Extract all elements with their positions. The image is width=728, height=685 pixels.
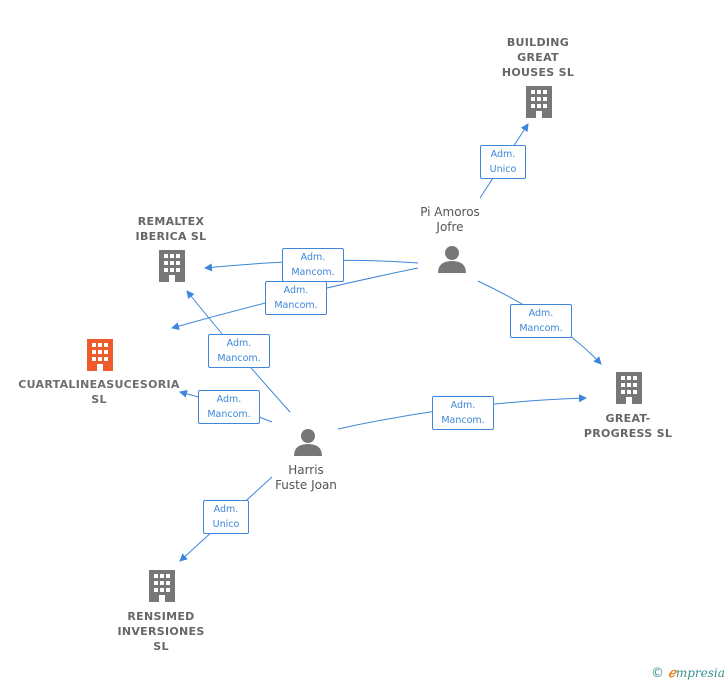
company-name-line: BUILDING bbox=[506, 36, 570, 49]
company-name-line: RENSIMED bbox=[127, 610, 195, 623]
company-name-line: SL bbox=[153, 640, 169, 653]
company-cuartalinea-sucesoria[interactable]: CUARTALINEASUCESORIA SL bbox=[6, 377, 192, 407]
company-name-line: PROGRESS SL bbox=[583, 427, 673, 440]
edge-label-line: Unico bbox=[212, 519, 240, 530]
edge-label-line: Unico bbox=[489, 164, 517, 175]
company-name-line: CUARTALINEASUCESORIA bbox=[18, 378, 180, 391]
edge-label-line: Mancom. bbox=[274, 300, 318, 311]
building-icon bbox=[159, 250, 185, 282]
edge-label-line: Mancom. bbox=[291, 267, 335, 278]
company-rensimed-inversiones[interactable]: RENSIMED INVERSIONES SL bbox=[101, 609, 221, 654]
building-icon bbox=[87, 339, 113, 371]
edge-label-line: Adm. bbox=[283, 285, 309, 296]
company-name-line: HOUSES SL bbox=[501, 66, 575, 79]
person-name-line: Harris bbox=[288, 463, 324, 477]
person-pi-amoros-jofre[interactable]: Pi Amoros Jofre bbox=[400, 205, 500, 235]
person-icon bbox=[438, 246, 466, 273]
company-building-great-houses[interactable]: BUILDING GREAT HOUSES SL bbox=[478, 35, 598, 80]
company-remaltex-iberica[interactable]: REMALTEX IBERICA SL bbox=[111, 214, 231, 244]
brand-logo-initial: ℯ bbox=[668, 666, 676, 681]
edge-label-line: Adm. bbox=[490, 149, 516, 160]
edge-label-line: Adm. bbox=[226, 338, 252, 349]
edge-label-harris-to-remaltex: Adm. Mancom. bbox=[208, 334, 270, 368]
company-name-line: SL bbox=[91, 393, 107, 406]
edge-label-pi-to-building: Adm. Unico bbox=[480, 145, 526, 179]
brand-footer: © ℯmpresia bbox=[651, 666, 725, 681]
company-name-line: REMALTEX bbox=[137, 215, 205, 228]
building-icon bbox=[616, 372, 642, 404]
edge-label-pi-to-remaltex: Adm. Mancom. bbox=[282, 248, 344, 282]
edge-label-harris-to-greatprogress: Adm. Mancom. bbox=[432, 396, 494, 430]
edge-label-line: Adm. bbox=[213, 504, 239, 515]
person-name-line: Jofre bbox=[436, 220, 464, 234]
edge-label-line: Adm. bbox=[450, 400, 476, 411]
brand-logo: ℯmpresia bbox=[668, 666, 725, 681]
person-harris-fuste-joan[interactable]: Harris Fuste Joan bbox=[256, 463, 356, 493]
building-icon bbox=[149, 570, 175, 602]
edge-label-pi-to-greatprogress: Adm. Mancom. bbox=[510, 304, 572, 338]
edge-label-line: Adm. bbox=[216, 394, 242, 405]
copyright-symbol: © bbox=[651, 666, 664, 681]
company-name-line: GREAT bbox=[517, 51, 559, 64]
company-name-line: IBERICA SL bbox=[135, 230, 207, 243]
company-great-progress[interactable]: GREAT- PROGRESS SL bbox=[568, 411, 688, 441]
person-name-line: Pi Amoros bbox=[420, 205, 480, 219]
building-icon bbox=[526, 86, 552, 118]
edge-label-line: Adm. bbox=[300, 252, 326, 263]
edge-label-line: Mancom. bbox=[519, 323, 563, 334]
edge-label-line: Adm. bbox=[528, 308, 554, 319]
edge-label-line: Mancom. bbox=[207, 409, 251, 420]
person-name-line: Fuste Joan bbox=[275, 478, 337, 492]
edge-label-harris-to-rensimed: Adm. Unico bbox=[203, 500, 249, 534]
brand-logo-text: mpresia bbox=[675, 666, 725, 680]
company-name-line: GREAT- bbox=[605, 412, 651, 425]
person-icon bbox=[294, 429, 322, 456]
edge-label-line: Mancom. bbox=[441, 415, 485, 426]
edge-label-line: Mancom. bbox=[217, 353, 261, 364]
edge-label-pi-to-cuartalinea: Adm. Mancom. bbox=[265, 281, 327, 315]
edge-label-harris-to-cuartalinea: Adm. Mancom. bbox=[198, 390, 260, 424]
company-name-line: INVERSIONES bbox=[117, 625, 205, 638]
